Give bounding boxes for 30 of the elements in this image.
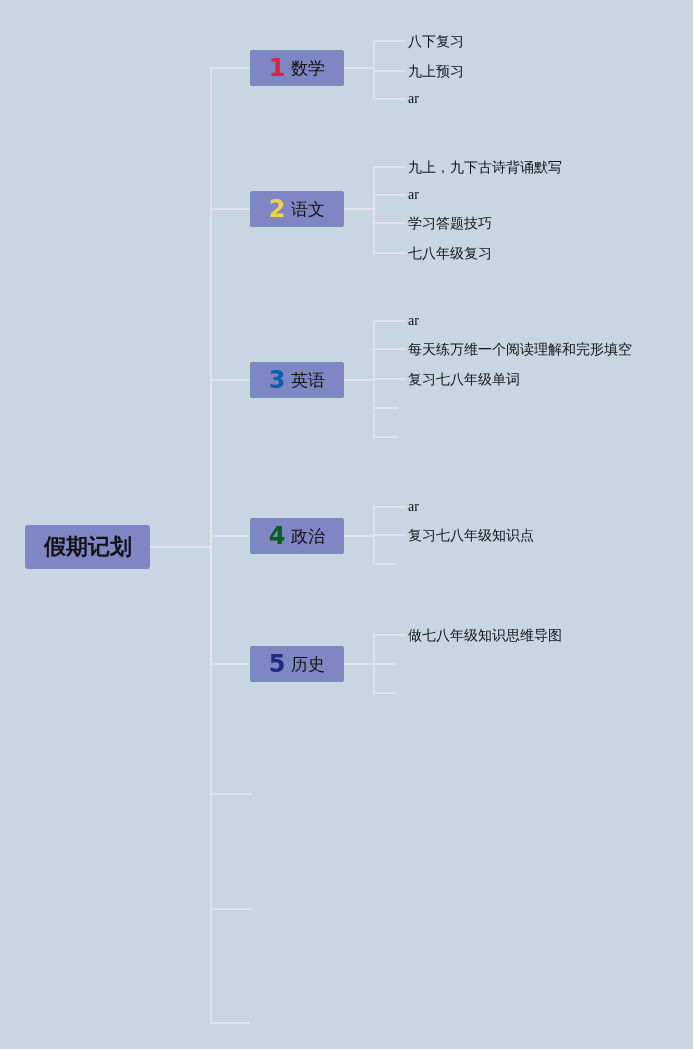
topic-number: 4 (268, 522, 286, 550)
leaf-text: ar (408, 498, 419, 516)
topic-label: 语文 (291, 197, 326, 221)
topic-number: 1 (268, 54, 286, 82)
leaf-text: 学习答题技巧 (408, 214, 492, 232)
leaf-text: 复习七八年级单词 (408, 370, 520, 388)
leaf-text: 九上预习 (408, 62, 464, 80)
topic-number: 5 (268, 650, 286, 678)
leaf-text: 七八年级复习 (408, 244, 492, 262)
leaf-text: 复习七八年级知识点 (408, 526, 534, 544)
topic-label: 数学 (291, 56, 326, 80)
leaf-text: 九上，九下古诗背诵默写 (408, 158, 562, 176)
leaf-text: 八下复习 (408, 32, 464, 50)
topic-label: 英语 (291, 368, 326, 392)
topic-box (250, 362, 344, 398)
topic-number: 3 (268, 366, 286, 394)
topic-label: 历史 (291, 652, 326, 676)
leaf-text: 做七八年级知识思维导图 (408, 626, 562, 644)
leaf-text: ar (408, 312, 419, 330)
leaf-text: 每天练万维一个阅读理解和完形填空 (408, 340, 632, 358)
topic-box (250, 191, 344, 227)
topic-label: 政治 (291, 524, 326, 548)
topic-box (250, 646, 344, 682)
topic-number: 2 (268, 195, 286, 223)
topic-box (250, 50, 344, 86)
branch-line (343, 634, 407, 665)
root-box: 假期记划 (25, 525, 150, 569)
topic-box (250, 518, 344, 554)
leaf-text: ar (408, 186, 419, 204)
leaf-text: ar (408, 90, 419, 108)
